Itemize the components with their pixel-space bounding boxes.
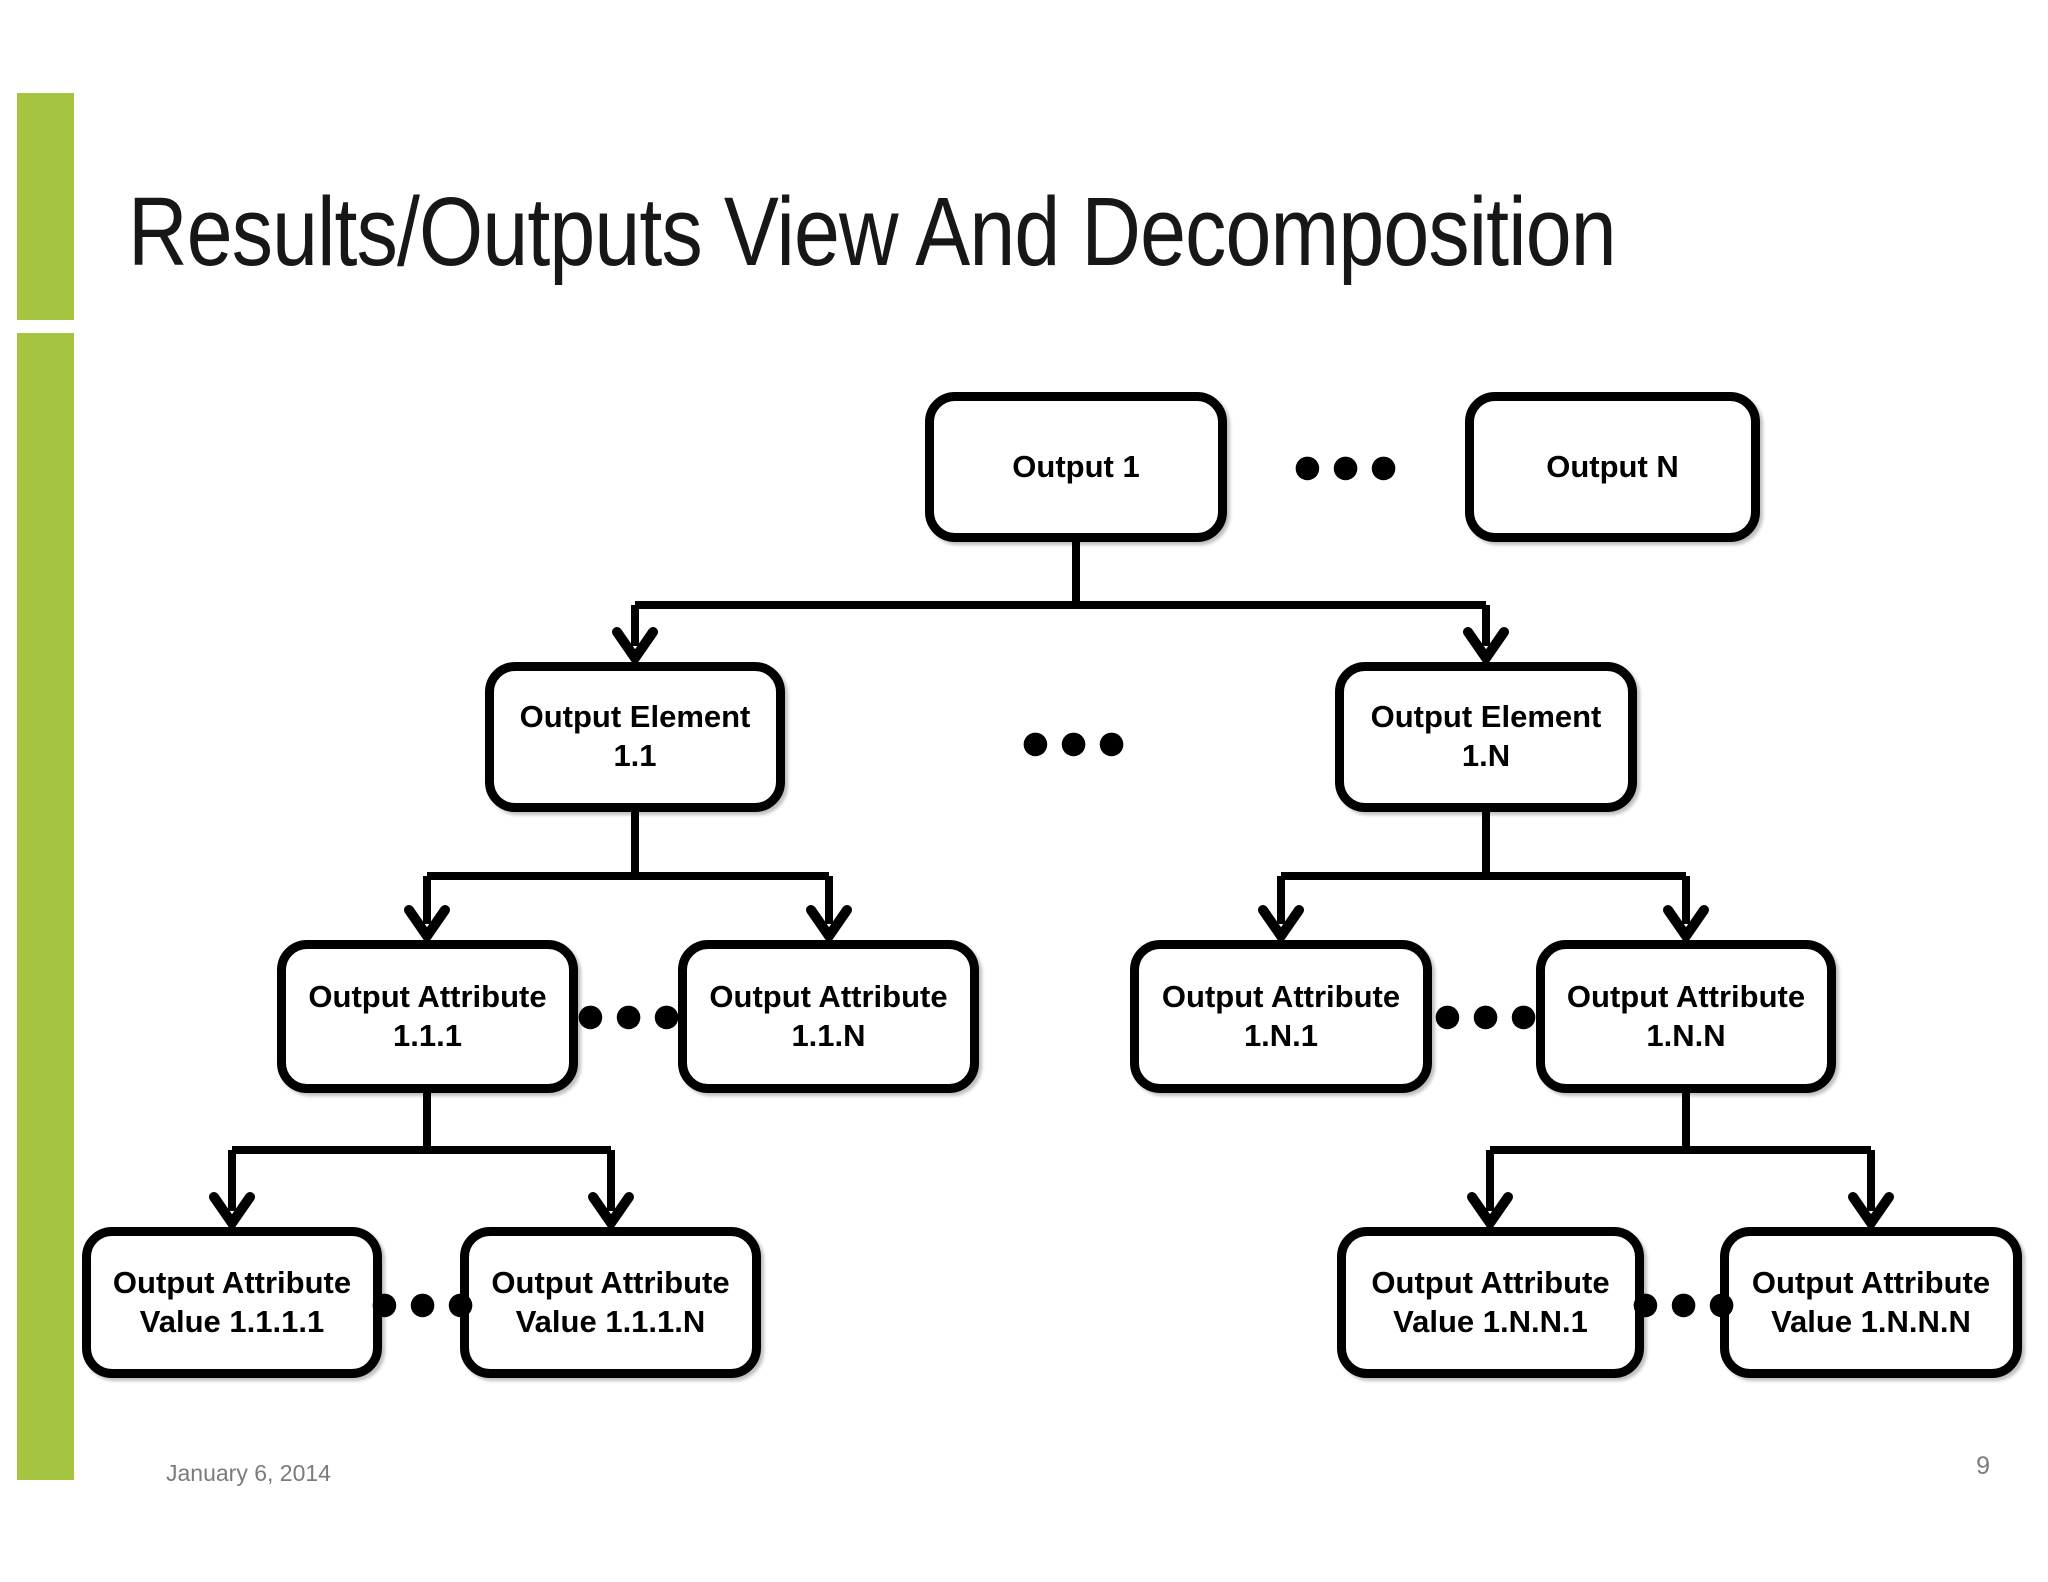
node-output-attribute-value-1-n-n-1: Output Attribute Value 1.N.N.1 — [1337, 1227, 1644, 1378]
footer-date: January 6, 2014 — [166, 1460, 331, 1486]
node-output-attribute-1-n-1: Output Attribute 1.N.1 — [1130, 940, 1432, 1093]
ellipsis-row2: ●●● — [1021, 724, 1137, 761]
slide-title: Results/Outputs View And Decomposition — [128, 177, 1617, 286]
node-output-attribute-value-1-1-1-1: Output Attribute Value 1.1.1.1 — [82, 1227, 382, 1378]
ellipsis-row3-left: ●●● — [576, 997, 692, 1034]
connector-output1-to-elements — [612, 542, 1509, 667]
node-output-element-1-1: Output Element 1.1 — [485, 662, 785, 812]
accent-bar-top — [17, 93, 74, 320]
node-output-n: Output N — [1465, 392, 1760, 542]
ellipsis-row4-left: ●●● — [370, 1285, 486, 1322]
node-output-attribute-value-1-1-1-n: Output Attribute Value 1.1.1.N — [460, 1227, 761, 1378]
connector-element1n-to-attributes — [1258, 812, 1709, 945]
node-output-attribute-value-1-n-n-n: Output Attribute Value 1.N.N.N — [1720, 1227, 2022, 1378]
connector-element11-to-attributes — [404, 812, 852, 945]
ellipsis-row3-right: ●●● — [1433, 997, 1549, 1034]
ellipsis-row4-right: ●●● — [1631, 1285, 1747, 1322]
connector-attribute1nn-to-values — [1467, 1093, 1894, 1232]
connector-attribute111-to-values — [209, 1093, 634, 1232]
node-output-attribute-1-1-1: Output Attribute 1.1.1 — [277, 940, 578, 1093]
page-number: 9 — [1976, 1452, 1990, 1480]
node-output-1: Output 1 — [925, 392, 1227, 542]
node-output-attribute-1-n-n: Output Attribute 1.N.N — [1536, 940, 1836, 1093]
node-output-attribute-1-1-n: Output Attribute 1.1.N — [678, 940, 979, 1093]
node-output-element-1-n: Output Element 1.N — [1335, 662, 1637, 812]
ellipsis-row1: ●●● — [1293, 448, 1409, 485]
accent-bar-main — [17, 333, 74, 1480]
